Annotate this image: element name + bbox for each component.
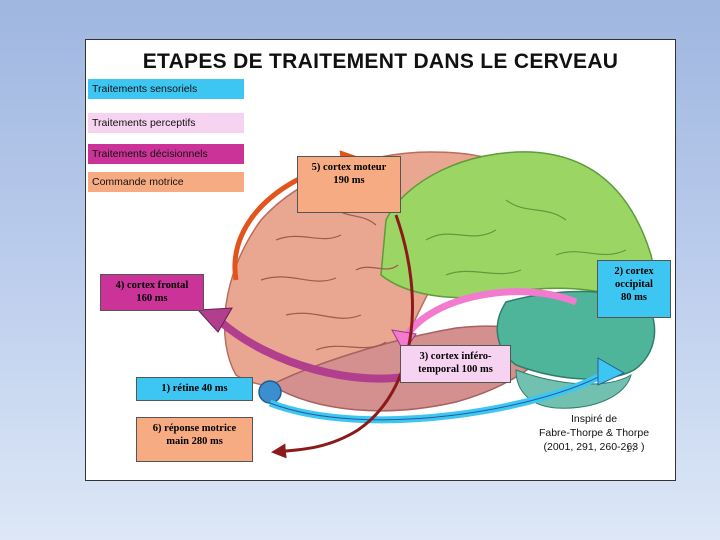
stage-occipital-cortex: 2) cortex occipital 80 ms bbox=[597, 260, 671, 318]
legend-motor-command: Commande motrice bbox=[88, 172, 244, 192]
stage-inferotemporal-cortex-time: temporal 100 ms bbox=[401, 363, 510, 376]
legend-decisional: Traitements décisionnels bbox=[88, 144, 244, 164]
stage-motor-response-name: 6) réponse motrice bbox=[137, 422, 252, 435]
stage-inferotemporal-cortex: 3) cortex inféro- temporal 100 ms bbox=[400, 345, 511, 383]
legend-sensory: Traitements sensoriels bbox=[88, 79, 244, 99]
legend-decisional-label: Traitements décisionnels bbox=[92, 148, 208, 160]
diagram-title: ETAPES DE TRAITEMENT DANS LE CERVEAU bbox=[86, 50, 675, 74]
legend-perceptual-label: Traitements perceptifs bbox=[92, 117, 195, 129]
source-credit: Inspiré de Fabre-Thorpe & Thorpe (2001, … bbox=[514, 412, 674, 454]
stage-frontal-cortex: 4) cortex frontal 160 ms bbox=[100, 274, 204, 311]
stage-retina-label: 1) rétine 40 ms bbox=[137, 382, 252, 395]
stage-occipital-cortex-region: occipital bbox=[598, 278, 670, 291]
stage-motor-cortex-time: 190 ms bbox=[298, 174, 400, 187]
retina-eye bbox=[259, 381, 281, 403]
stage-frontal-cortex-name: 4) cortex frontal bbox=[101, 279, 203, 292]
source-credit-line1: Inspiré de bbox=[514, 412, 674, 426]
stage-retina: 1) rétine 40 ms bbox=[136, 377, 253, 401]
stage-frontal-cortex-time: 160 ms bbox=[101, 292, 203, 305]
source-credit-line3: (2001, 291, 260-263 ) bbox=[514, 440, 674, 454]
page-number: 17 bbox=[626, 444, 636, 454]
slide: ETAPES DE TRAITEMENT DANS LE CERVEAU Tra… bbox=[85, 39, 676, 481]
source-credit-line2: Fabre-Thorpe & Thorpe bbox=[514, 426, 674, 440]
legend-motor-command-label: Commande motrice bbox=[92, 176, 184, 188]
legend-sensory-label: Traitements sensoriels bbox=[92, 83, 197, 95]
legend-perceptual: Traitements perceptifs bbox=[88, 113, 244, 133]
stage-motor-cortex-name: 5) cortex moteur bbox=[298, 161, 400, 174]
stage-motor-cortex: 5) cortex moteur 190 ms bbox=[297, 156, 401, 213]
stage-inferotemporal-cortex-name: 3) cortex inféro- bbox=[401, 350, 510, 363]
stage-motor-response-time: main 280 ms bbox=[137, 435, 252, 448]
stage-occipital-cortex-time: 80 ms bbox=[598, 291, 670, 304]
stage-motor-response: 6) réponse motrice main 280 ms bbox=[136, 417, 253, 462]
stage-occipital-cortex-name: 2) cortex bbox=[598, 265, 670, 278]
